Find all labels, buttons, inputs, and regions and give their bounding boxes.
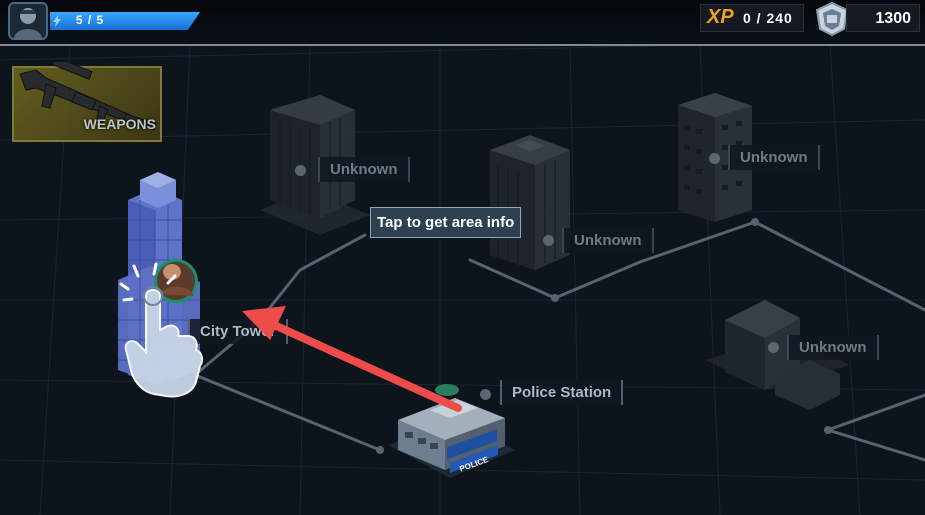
area-info-tooltip: Tap to get area info — [370, 207, 522, 238]
energy-count: 5 / 5 — [75, 13, 105, 27]
player-avatar-icon[interactable] — [8, 2, 48, 40]
location-label-police-station[interactable]: Police Station — [500, 380, 624, 405]
location-marker — [709, 153, 720, 164]
location-marker — [768, 342, 779, 353]
location-marker — [295, 165, 306, 176]
xp-label: XP — [707, 6, 734, 28]
location-marker — [480, 389, 491, 400]
top-hud: 5 / 5 XP 0 / 240 1300 — [0, 0, 925, 46]
location-label-unknown-1[interactable]: Unknown — [318, 157, 410, 182]
police-station-hitarea[interactable] — [385, 395, 515, 480]
shield-icon[interactable] — [815, 2, 849, 36]
energy-bar — [50, 12, 200, 30]
xp-counter: XP 0 / 240 — [700, 4, 804, 32]
currency-counter: 1300 — [846, 4, 920, 32]
energy-fill — [50, 12, 200, 30]
location-label-unknown-2[interactable]: Unknown — [728, 145, 820, 170]
weapons-label: WEAPONS — [83, 116, 156, 132]
location-label-unknown-3[interactable]: Unknown — [562, 228, 654, 253]
xp-value: 0 / 240 — [743, 10, 793, 26]
bolt-icon — [53, 15, 61, 27]
location-marker — [543, 235, 554, 246]
currency-value: 1300 — [875, 10, 911, 27]
location-label-unknown-4[interactable]: Unknown — [787, 335, 879, 360]
city-tower-hitarea[interactable] — [118, 170, 208, 390]
weapons-button[interactable]: WEAPONS — [12, 62, 162, 142]
rifle-icon — [19, 62, 157, 131]
